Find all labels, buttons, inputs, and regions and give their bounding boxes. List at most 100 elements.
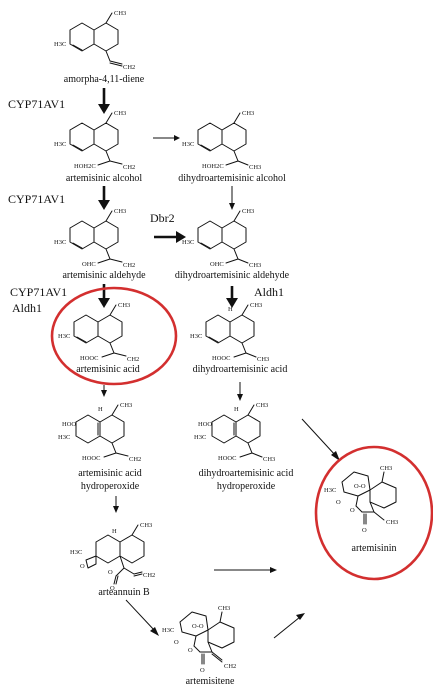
group-o: O [362,527,367,534]
arrow-cyp-1 [98,88,110,114]
group-o: O [188,647,193,654]
arrow-alcohol-to-dihydroalcohol [153,135,180,141]
arrow-cyp-2 [98,186,110,210]
group-h3c: H3C [190,333,202,340]
group-ch3: CH3 [380,465,392,472]
group-h3c: H3C [54,239,66,246]
group-hoh2c: HOH2C [202,163,224,170]
group-h3c: H3C [194,434,206,441]
arrow-aldh1-right [226,286,238,308]
structure-dihydroartemisinic-alcohol: CH3 H3C HOH2C CH3 [182,110,261,171]
highlights [50,286,433,581]
structure-dihydroartemisinic-acid: H CH3 H3C HOOC CH3 [190,302,269,363]
group-ch3: CH3 [120,402,132,409]
label-dihydroartemisinic-alcohol: dihydroartemisinic alcohol [178,173,286,184]
arrow-dihydroalcohol-to-dihydroaldehyde [229,186,235,210]
group-h3c: H3C [182,239,194,246]
group-ch2: CH2 [123,164,135,171]
enzyme-cyp71av1-2: CYP71AV1 [8,192,65,206]
enzyme-dbr2: Dbr2 [150,211,175,225]
group-ch2: CH2 [129,456,141,463]
label-dihydroartemisinic-aldehyde: dihydroartemisinic aldehyde [175,270,290,281]
group-hooc: HOOC [82,455,100,462]
group-o: O [336,499,341,506]
group-ch3: CH3 [218,605,230,612]
group-ch3: CH3 [242,110,254,117]
group-ch3: CH3 [118,302,130,309]
group-ch3: CH3 [257,356,269,363]
label-artemisinic-acid-hydroperoxide-1: artemisinic acid [78,468,142,479]
enzyme-cyp71av1-3: CYP71AV1 [10,285,67,299]
group-h3c: H3C [182,141,194,148]
group-hoo: HOO [198,421,212,428]
group-ch2: CH2 [123,64,135,71]
arrow-arteannuin-to-right [214,567,277,573]
label-dihydroartemisinic-acid-hydroperoxide-2: hydroperoxide [217,481,276,492]
label-artemisinic-acid: artemisinic acid [76,364,140,375]
group-ch3: CH3 [250,302,262,309]
structure-artemisinic-acid-hydroperoxide: H CH3 HOO H3C HOOC CH2 [58,402,141,463]
group-h3c: H3C [162,627,174,634]
structure-dihydroartemisinic-acid-hydroperoxide: H CH3 HOO H3C HOOC CH3 [194,402,275,463]
group-ch2: CH2 [123,262,135,269]
structure-artemisitene: CH3 O-O H3C O O O CH2 [162,605,236,674]
group-hoh2c: HOH2C [74,163,96,170]
arrows [98,88,340,639]
enzyme-cyp71av1-1: CYP71AV1 [8,97,65,111]
arrow-hydroperoxide-to-arteannuin [113,496,119,513]
group-ch3: CH3 [263,456,275,463]
label-artemisinic-aldehyde: artemisinic aldehyde [62,270,146,281]
arrow-arteannuin-to-artemisitene [125,599,159,636]
group-ch3: CH3 [256,402,268,409]
highlight-artemisinin [314,445,433,581]
group-hooc: HOOC [212,355,230,362]
label-dihydroartemisinic-acid-hydroperoxide-1: dihydroartemisinic acid [199,468,294,479]
arrow-dhacid-to-dhhydroperoxide [237,382,243,401]
label-dihydroartemisinic-acid: dihydroartemisinic acid [193,364,288,375]
group-ch2: CH2 [127,356,139,363]
group-o: O [108,569,113,576]
group-ch2: CH2 [143,572,155,579]
label-arteannuin-b: arteannuin B [98,587,150,598]
label-amorphadiene: amorpha-4,11-diene [64,74,145,85]
arrow-cyp-aldh-3 [98,284,110,308]
group-ohc: OHC [82,261,96,268]
group-h: H [228,306,233,313]
group-ch3: CH3 [249,164,261,171]
structure-dihydroartemisinic-aldehyde: CH3 H3C OHC CH3 [182,208,261,269]
group-ch3: CH3 [140,522,152,529]
enzyme-aldh1-right: Aldh1 [254,285,284,299]
arrow-dhhydroperoxide-to-artemisinin [301,418,340,461]
structures: CH3 H3C CH2 amorpha-4,11-diene CH3 H3C H… [54,10,398,687]
group-ohc: OHC [210,261,224,268]
label-artemisinic-acid-hydroperoxide-2: hydroperoxide [81,481,140,492]
group-oo: O-O [354,483,366,490]
group-ch2: CH2 [224,663,236,670]
label-artemisinin: artemisinin [352,543,397,554]
structure-artemisinic-alcohol: CH3 H3C HOH2C CH2 [54,110,135,171]
group-ch3: CH3 [386,519,398,526]
group-h3c: H3C [324,487,336,494]
group-h: H [98,406,103,413]
structure-amorphadiene: CH3 H3C CH2 [54,10,135,71]
group-h3c: H3C [58,434,70,441]
label-artemisitene: artemisitene [186,676,235,687]
group-h: H [112,528,117,535]
group-h3c: H3C [54,41,66,48]
group-ch3: CH3 [249,262,261,269]
structure-artemisinic-acid: CH3 H3C HOOC CH2 [58,302,139,363]
highlight-artemisinic-acid [50,286,178,386]
structure-artemisinic-aldehyde: CH3 H3C OHC CH2 [54,208,135,269]
arrow-artemisitene-to-right [273,613,305,639]
structure-arteannuin-b: H CH3 H3C O O O CH2 [70,522,155,592]
group-hooc: HOOC [80,355,98,362]
group-o: O [110,585,115,592]
group-hoo: HOO [62,421,76,428]
group-h3c: H3C [70,549,82,556]
group-ch3: CH3 [114,110,126,117]
group-h: H [234,406,239,413]
group-hooc: HOOC [218,455,236,462]
arrow-acid-to-hydroperoxide [101,385,107,397]
enzyme-aldh1-left: Aldh1 [12,301,42,315]
